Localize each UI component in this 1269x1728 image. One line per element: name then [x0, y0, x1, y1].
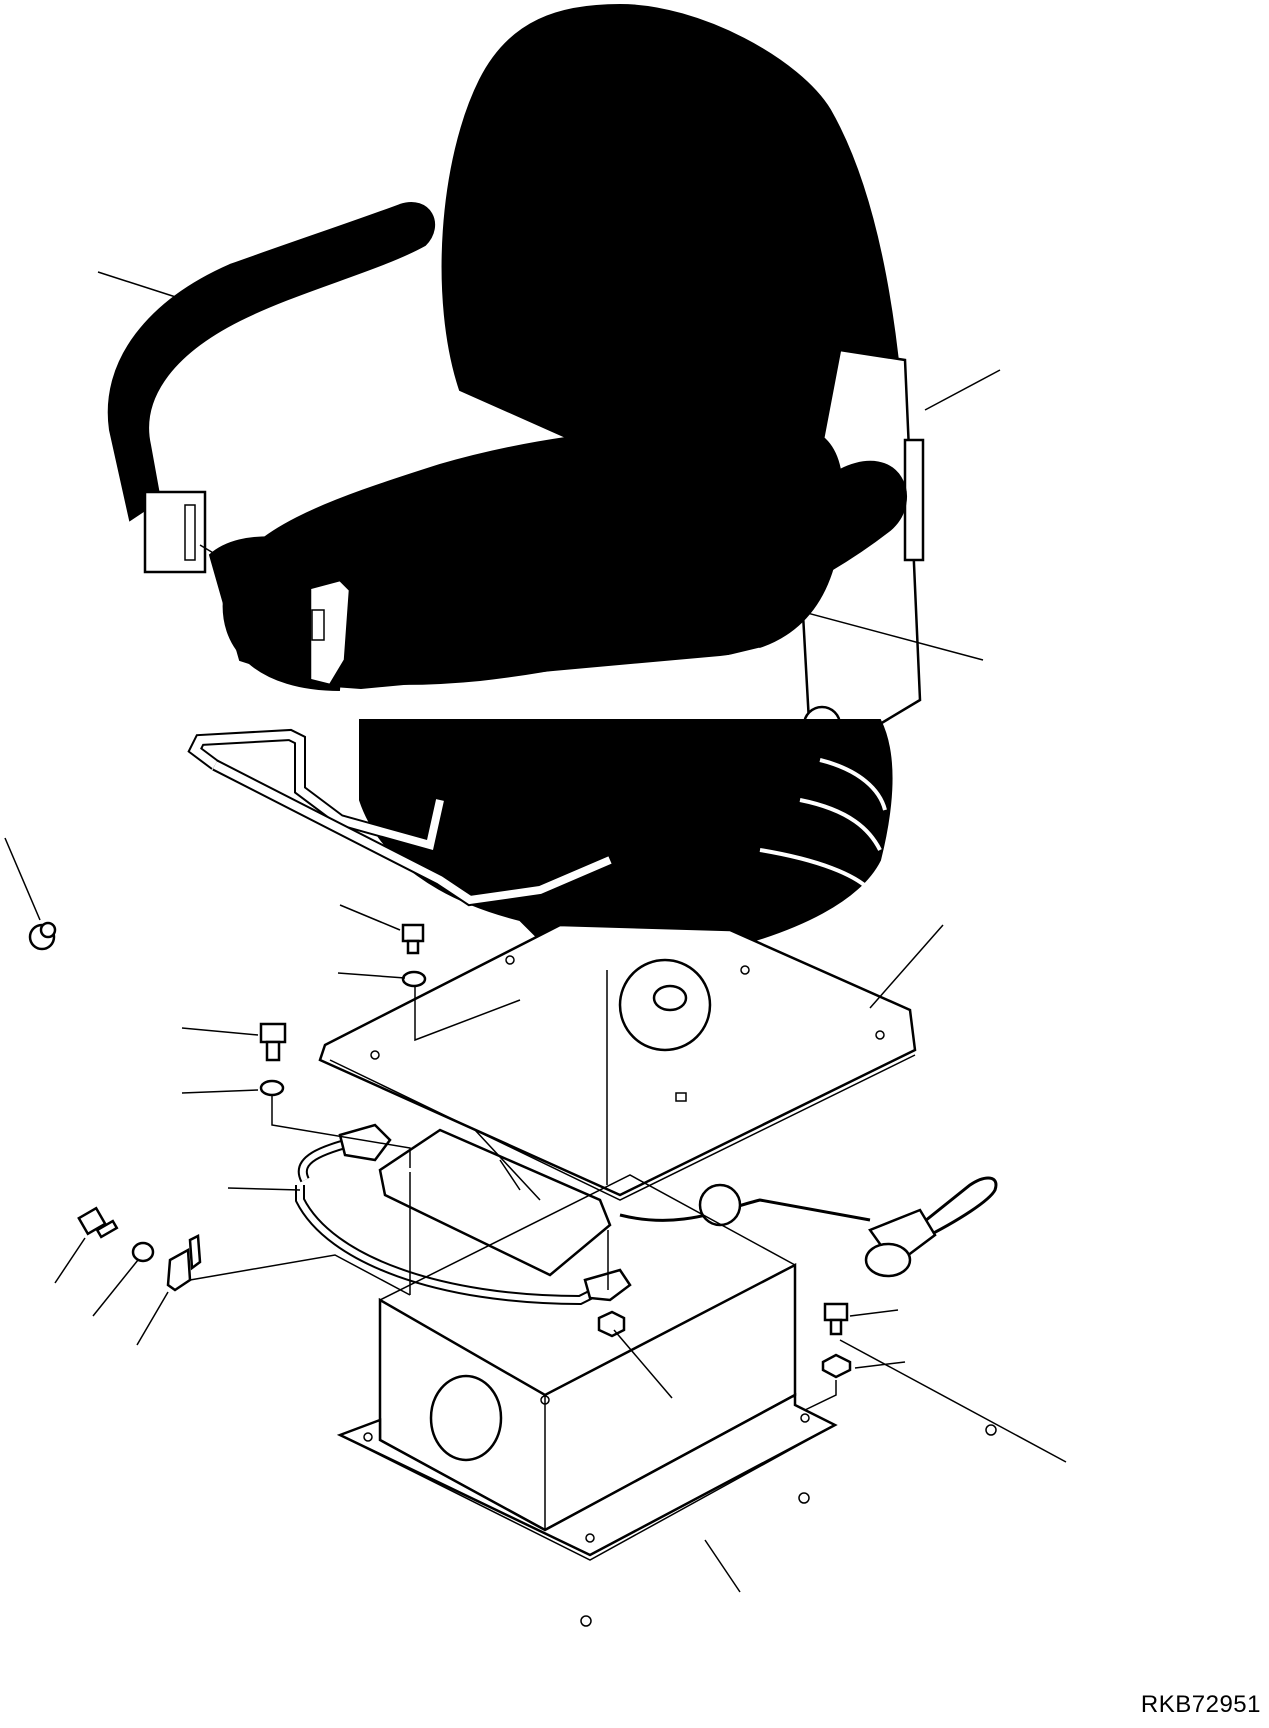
hex-bolt-right	[823, 1302, 849, 1322]
armrest-right	[208, 460, 907, 685]
bracket-plate	[903, 438, 925, 562]
hex-nut	[597, 1310, 626, 1338]
drawing-reference-code: RKB72951	[1140, 1691, 1261, 1718]
washer-left	[259, 1079, 285, 1097]
seatbelt-buckle	[143, 490, 207, 574]
hex-bolt-left	[259, 1022, 287, 1044]
leader-lines	[4, 271, 1067, 1593]
hex-bolt	[401, 923, 425, 943]
seat-mount-plate	[318, 923, 917, 1197]
washer	[401, 970, 427, 988]
slider-plate	[378, 1128, 612, 1277]
small-bolt	[77, 1206, 107, 1236]
small-washer	[131, 1241, 155, 1263]
seatbelt-tongue	[308, 578, 352, 687]
base-box-opening	[429, 1374, 503, 1462]
hex-nut-right	[821, 1353, 852, 1379]
clip-bracket	[166, 1247, 192, 1292]
lever-grommet	[698, 1183, 742, 1227]
armrest-left	[107, 202, 436, 522]
base-flange	[336, 1392, 838, 1557]
